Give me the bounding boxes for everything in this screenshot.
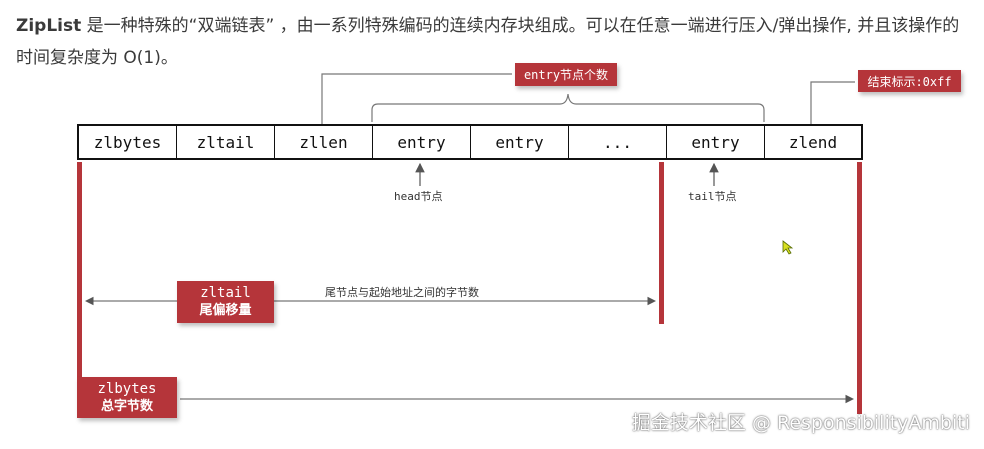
tail-pointer-label: tail节点 <box>688 190 737 203</box>
cell-zllen: zllen <box>275 126 373 158</box>
zlbytes-total-box: zlbytes 总字节数 <box>77 377 177 418</box>
end-bar <box>857 162 862 414</box>
end-marker-tag: 结束标示:0xff <box>858 70 961 92</box>
intro-title: ZipList <box>16 16 82 36</box>
cell-entry-1: entry <box>373 126 471 158</box>
zlend-connector <box>810 81 855 124</box>
ziplist-layout: zlbytes zltail zllen entry entry ... ent… <box>77 124 863 160</box>
entry-range-brace <box>371 93 765 122</box>
zltail-box-code: zltail <box>200 285 251 301</box>
cell-zlend: zlend <box>788 132 838 152</box>
cell-entry-2: entry <box>471 126 569 158</box>
tail-bar <box>659 162 664 324</box>
mouse-cursor-icon <box>782 240 794 255</box>
entry-count-tag: entry节点个数 <box>515 63 617 86</box>
cell-ellipsis: ... <box>569 126 667 158</box>
zltail-note: 尾节点与起始地址之间的字节数 <box>325 286 479 299</box>
start-bar <box>77 162 82 414</box>
zllen-connector <box>321 73 512 124</box>
zlbytes-box-caption: 总字节数 <box>100 398 153 414</box>
intro-paragraph: ZipList 是一种特殊的“双端链表” ，由一系列特殊编码的连续内存块组成。可… <box>16 10 966 74</box>
watermark: 掘金技术社区 @ ResponsibilityAmbiti <box>631 412 970 434</box>
cell-zlbytes: zlbytes <box>79 126 177 158</box>
cell-entry-tail: entry <box>667 126 765 158</box>
zltail-offset-box: zltail 尾偏移量 <box>177 281 274 323</box>
cell-zltail: zltail <box>177 126 275 158</box>
head-pointer-label: head节点 <box>394 190 443 203</box>
intro-text: 是一种特殊的“双端链表” ，由一系列特殊编码的连续内存块组成。可以在任意一端进行… <box>16 16 960 68</box>
zlbytes-box-code: zlbytes <box>97 380 157 397</box>
zltail-box-caption: 尾偏移量 <box>199 303 252 318</box>
